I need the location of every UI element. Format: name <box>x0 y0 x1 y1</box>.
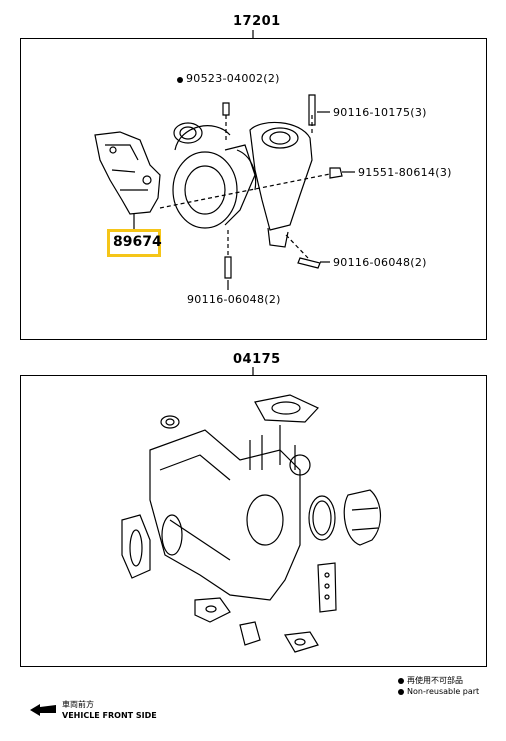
part-label-stud-right[interactable]: 90116-06048(2) <box>333 256 427 269</box>
front-side-en: VEHICLE FRONT SIDE <box>62 711 157 720</box>
non-reusable-dot-icon <box>177 76 183 83</box>
top-group-number: 17201 <box>233 14 281 29</box>
turbocharger-illustration <box>94 94 355 290</box>
bullet-dot-icon <box>398 688 404 695</box>
part-number-text: 90523-04002(2) <box>186 72 280 85</box>
legend-en-text: Non-reusable part <box>407 687 480 696</box>
part-label-stud-bottom[interactable]: 90116-06048(2) <box>187 293 281 306</box>
legend-jp-text: 再使用不可部品 <box>407 676 463 685</box>
front-arrow-icon <box>30 704 56 716</box>
legend-non-reusable: Non-reusable part <box>398 687 479 696</box>
bottom-group-number: 04175 <box>233 352 281 367</box>
bullet-dot-icon <box>398 677 404 684</box>
highlighted-part-number[interactable]: 89674 <box>113 234 162 250</box>
highlight-box <box>107 229 161 257</box>
front-side-jp: 車両前方 <box>62 700 94 709</box>
part-label-stud-upper[interactable]: 90116-10175(3) <box>333 106 427 119</box>
part-label-bolt-top[interactable]: 90523-04002(2) <box>177 72 280 85</box>
gasket-kit-illustration <box>121 394 381 653</box>
legend-reusable: 再使用不可部品 <box>398 675 463 686</box>
part-label-nut[interactable]: 91551-80614(3) <box>358 166 452 179</box>
turbo-assembly-panel <box>20 38 487 340</box>
gasket-kit-panel <box>20 375 487 667</box>
